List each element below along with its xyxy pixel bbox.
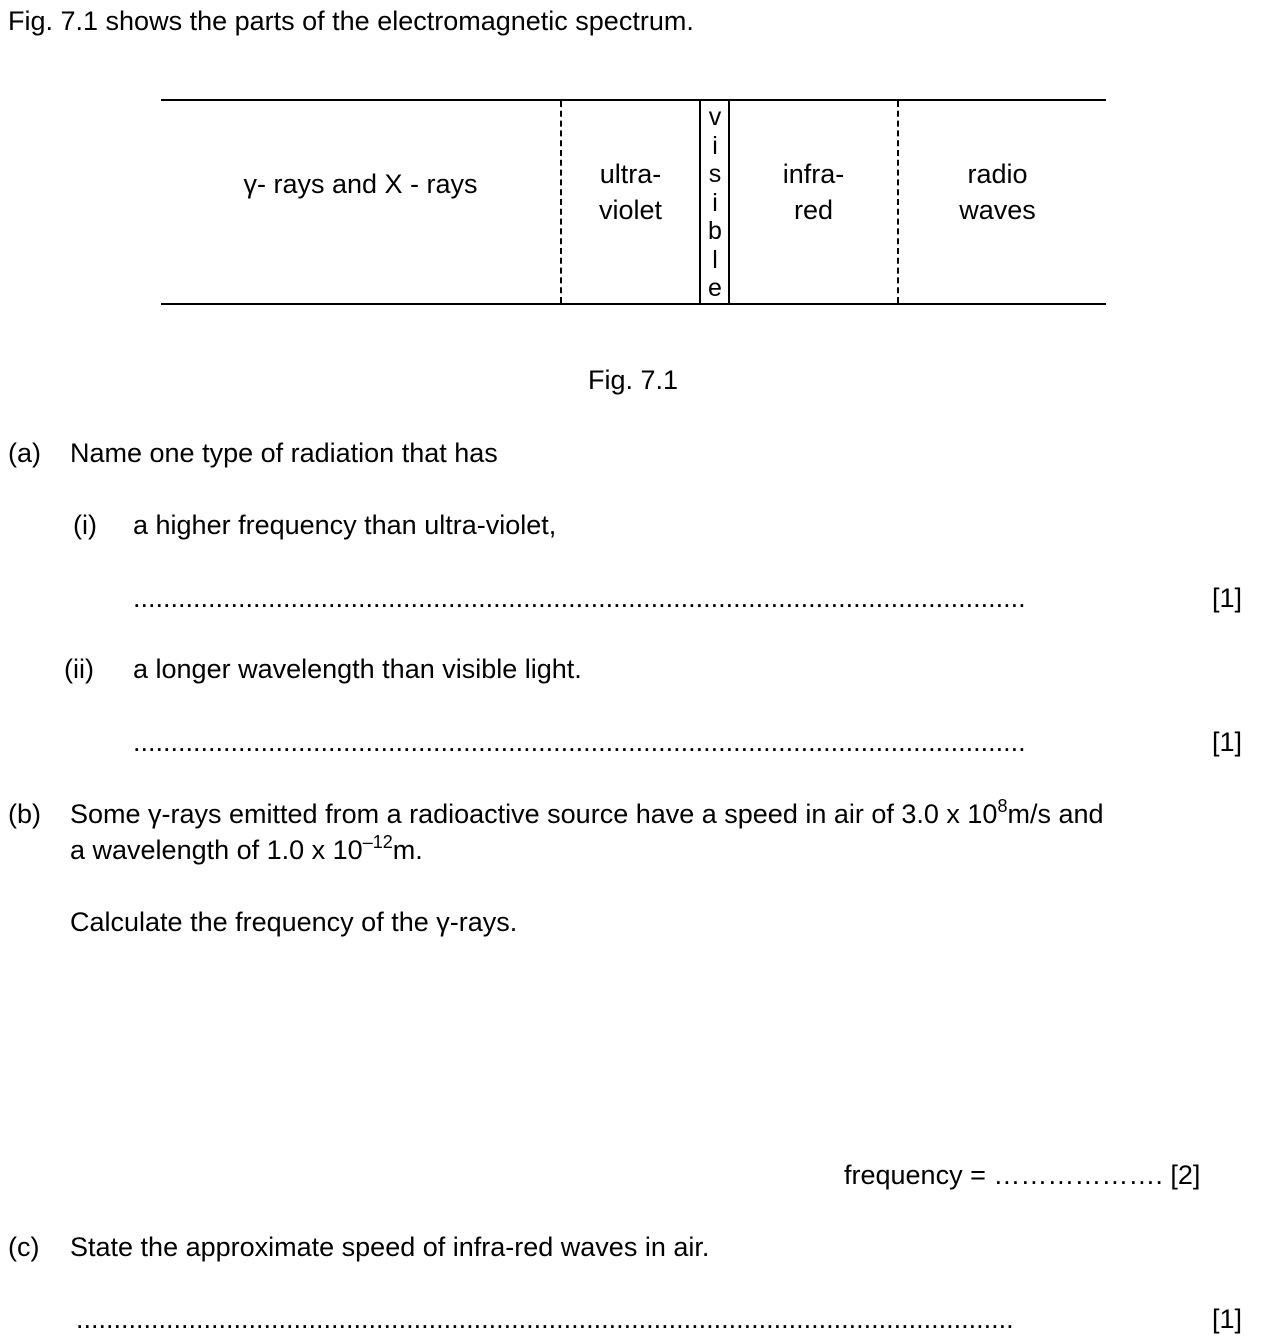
part-c-label: (c) (8, 1232, 40, 1262)
part-b-line2-unit: m. (392, 835, 423, 865)
band-infrared: infra- red (730, 156, 897, 228)
part-b-line1-unit: m/s and (1007, 799, 1104, 829)
boundary-gamma-uv (560, 101, 562, 303)
part-a-i-label: (i) (73, 510, 97, 540)
figure-caption: Fig. 7.1 (587, 365, 679, 395)
part-c-answer-line[interactable]: ........................................… (76, 1306, 1014, 1333)
part-b-line2-text: a wavelength of 1.0 x 10 (70, 835, 363, 865)
part-b-line1-exponent: 8 (997, 796, 1008, 816)
part-a-ii-marks: [1] (1212, 727, 1243, 757)
part-b-line2: a wavelength of 1.0 x 10–12m. (70, 833, 423, 865)
part-b-label: (b) (8, 799, 41, 829)
band-ultraviolet-line1: ultra- (599, 159, 662, 189)
part-a-i-marks: [1] (1212, 583, 1243, 613)
visible-letter: l (712, 245, 718, 274)
part-b-line2-exponent: –12 (362, 832, 393, 852)
part-b-instruction: Calculate the frequency of the γ-rays. (70, 907, 518, 937)
band-gamma-xrays: γ- rays and X - rays (161, 166, 560, 202)
band-infrared-line1: infra- (782, 159, 845, 189)
em-spectrum-figure: γ- rays and X - rays ultra- violet v i s… (161, 99, 1106, 305)
boundary-ir-radio (897, 101, 899, 303)
part-b-line1-text: Some γ-rays emitted from a radioactive s… (70, 799, 998, 829)
band-radio-line2: waves (959, 195, 1036, 225)
band-infrared-line2: red (793, 195, 834, 225)
band-visible: v i s i b l e (702, 103, 728, 303)
band-gamma-xrays-label: γ- rays and X - rays (243, 169, 478, 199)
part-b-answer: frequency = ………………. [2] (844, 1162, 1200, 1189)
band-ultraviolet: ultra- violet (562, 156, 699, 228)
visible-letter: i (712, 188, 718, 217)
part-a-ii-question: a longer wavelength than visible light. (133, 654, 582, 684)
visible-letter: e (708, 274, 722, 302)
part-a-i-question: a higher frequency than ultra-violet, (133, 510, 557, 540)
visible-letter: v (708, 103, 722, 131)
part-b-answer-line[interactable]: ………………. (993, 1160, 1163, 1190)
band-radio: radio waves (899, 156, 1096, 228)
part-c-question: State the approximate speed of infra-red… (70, 1232, 710, 1262)
band-ultraviolet-line2: violet (598, 195, 663, 225)
part-a-ii-label: (ii) (64, 654, 94, 684)
part-b-line1: Some γ-rays emitted from a radioactive s… (70, 797, 1104, 829)
part-a-i-answer-line[interactable]: ........................................… (133, 585, 1026, 612)
part-a-question: Name one type of radiation that has (70, 438, 498, 468)
spectrum-top-border (161, 99, 1106, 101)
visible-letter: i (712, 131, 718, 160)
visible-letter: b (708, 217, 722, 245)
visible-letter: s (708, 160, 722, 188)
part-a-ii-answer-line[interactable]: ........................................… (133, 729, 1026, 756)
part-c-marks: [1] (1212, 1304, 1243, 1334)
part-b-answer-label: frequency = (844, 1160, 986, 1190)
boundary-uv-visible (699, 101, 701, 303)
band-radio-line1: radio (967, 159, 1028, 189)
part-a-label: (a) (8, 438, 41, 468)
part-b-marks: [2] (1170, 1160, 1201, 1190)
spectrum-bottom-border (161, 303, 1106, 305)
boundary-visible-ir (728, 101, 730, 303)
intro-text: Fig. 7.1 shows the parts of the electrom… (8, 6, 694, 36)
